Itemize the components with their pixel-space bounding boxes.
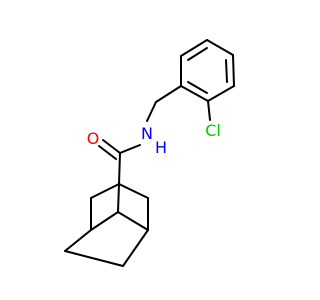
cage-bond: [90, 183, 120, 199]
cage-bond: [90, 211, 119, 231]
ring-bond: [206, 39, 234, 56]
cage-bond: [118, 183, 149, 199]
cage-bond: [117, 183, 120, 213]
cage-bond: [64, 250, 124, 267]
cage-bond: [117, 211, 149, 231]
ring-double-bond: [225, 59, 228, 83]
oxygen-label: O: [87, 129, 100, 148]
ring-double-bond: [187, 47, 208, 61]
nitrogen-label: N: [141, 124, 153, 143]
ring-bond: [180, 39, 208, 57]
n-c-bond: [119, 144, 141, 154]
c-cl-bond: [207, 100, 211, 121]
c-o-double-bond: [98, 145, 117, 160]
ring-bond: [232, 54, 235, 87]
ch2-n-bond: [146, 101, 157, 122]
atom-labels: O N H Cl: [87, 121, 221, 157]
bonds: [64, 39, 235, 267]
ring-bond: [207, 85, 235, 102]
molecule-structure: O N H Cl: [64, 39, 235, 267]
ring-ch2-bond: [155, 85, 182, 103]
ring-bond: [180, 85, 209, 102]
c-o-double-bond: [102, 139, 121, 154]
chlorine-label: Cl: [205, 121, 221, 140]
cage-bond: [122, 229, 149, 267]
nitrogen-hydrogen-label: H: [155, 138, 167, 157]
amide-adamantane-bond: [118, 152, 121, 185]
ring-double-bond: [187, 81, 208, 94]
cage-bond: [64, 229, 92, 252]
